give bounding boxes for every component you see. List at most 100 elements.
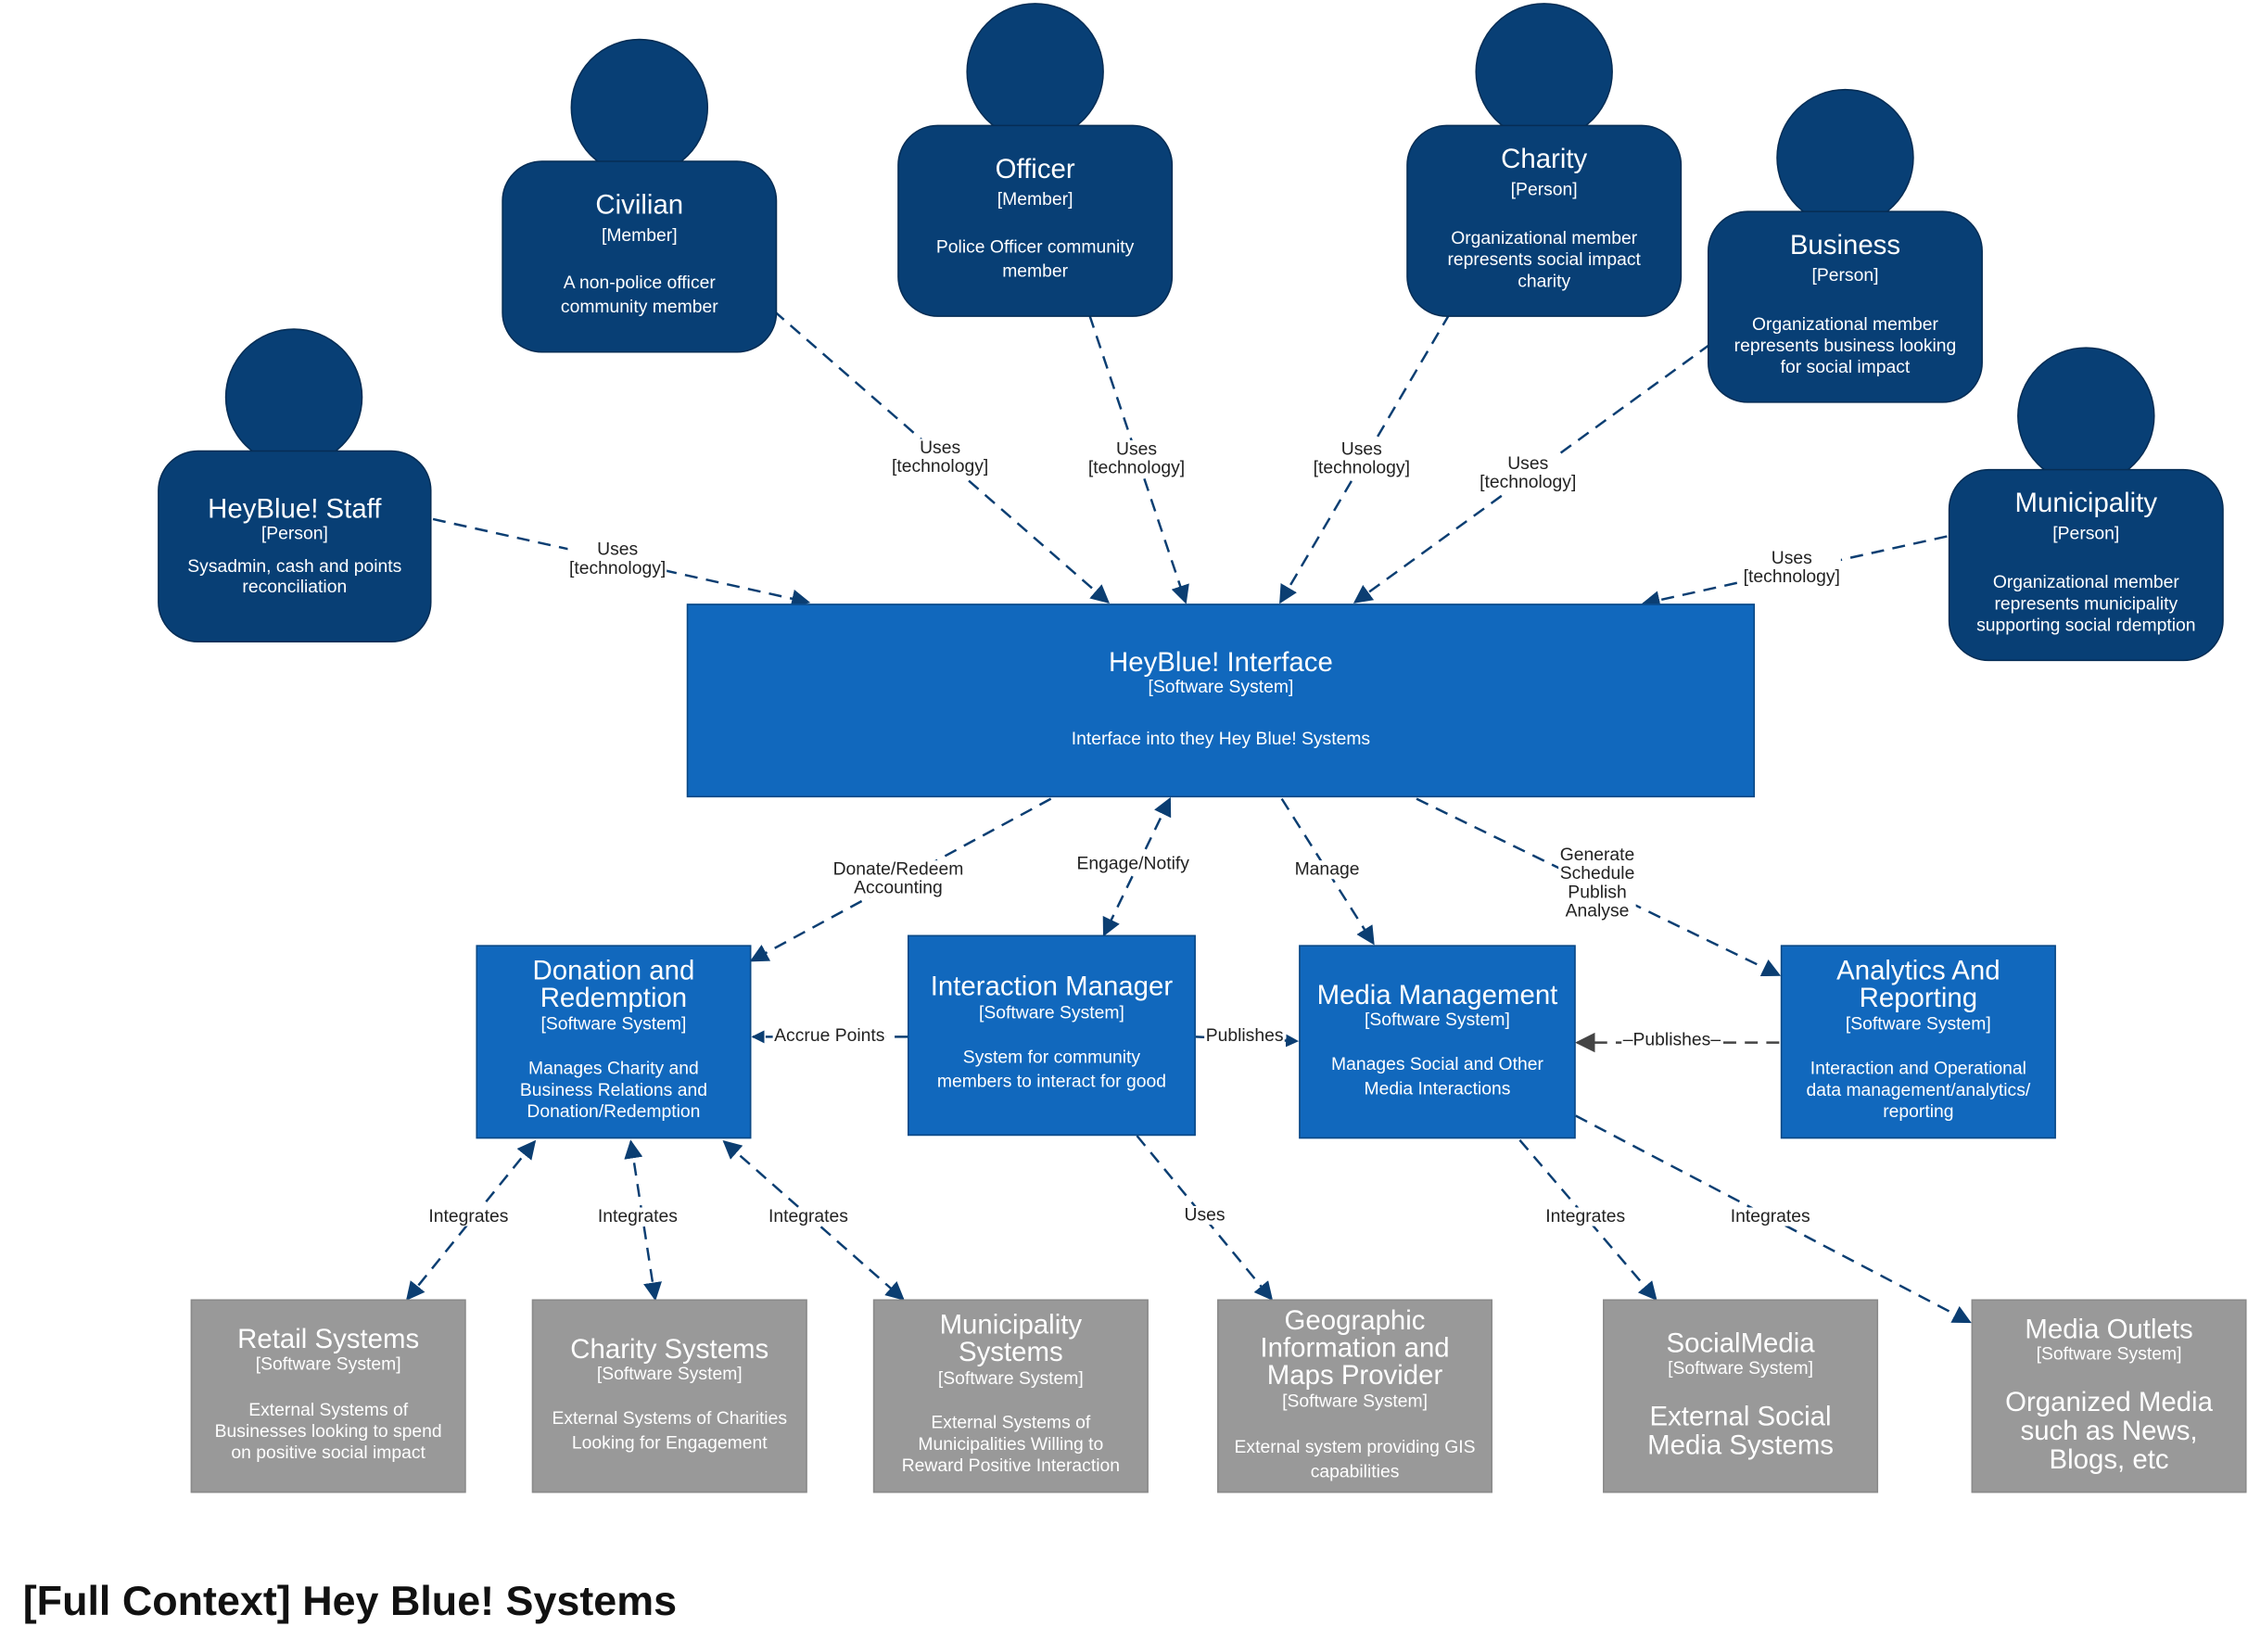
person-type: [Member] [601,224,678,246]
person-card: Business [Person] Organizational member … [1708,210,1983,403]
person-card: HeyBlue! Staff [Person] Sysadmin, cash a… [158,450,432,643]
external-name: Geographic Information and Maps Provider [1260,1306,1450,1391]
external-desc: External Systems of Municipalities Willi… [901,1412,1121,1476]
edge-label-civilian-uses: Uses [technology] [890,437,990,477]
external-type: [Software System] [2036,1343,2182,1365]
system-desc: Manages Charity and Business Relations a… [519,1058,707,1122]
edge-label-integrates-outlets: Integrates [1729,1205,1812,1226]
system-type: [Software System] [540,1013,687,1035]
edge-label-text: Uses [1340,438,1382,460]
system-donation-redemption: Donation and Redemption [Software System… [476,945,752,1139]
person-head-icon [1776,88,1914,227]
edge-donation-retail [405,1139,537,1302]
person-name: HeyBlue! Staff [208,494,382,526]
system-type: [Software System] [1148,677,1294,697]
system-desc: System for community members to interact… [936,1047,1166,1092]
edge-label-text: Integrates [597,1205,678,1226]
person-name: Business [1789,231,1901,261]
edge-label-tech: [technology] [569,557,667,578]
edge-label-integrates-retail: Integrates [426,1207,510,1226]
external-desc: External Social Media Systems [1647,1402,1835,1462]
external-desc: Organized Media such as News, Blogs, etc [2005,1388,2213,1476]
edge-label-text: Manage [1294,858,1360,880]
person-type: [Person] [260,523,328,544]
system-interaction-manager: Interaction Manager [Software System] Sy… [907,934,1196,1137]
external-retail-systems: Retail Systems [Software System] Externa… [190,1299,466,1493]
edge-label-text: Accounting [854,877,943,898]
external-media-outlets: Media Outlets [Software System] Organize… [1971,1299,2247,1493]
edge-label-text: Uses [1184,1204,1226,1226]
system-name: Donation and Redemption [532,956,695,1014]
person-desc: A non-police officer community member [560,272,718,317]
edge-label-text: Uses [1507,452,1549,474]
person-name: Civilian [595,190,684,222]
edge-media-social [1518,1138,1657,1302]
edge-label-integrates-social: Integrates [1543,1205,1627,1226]
person-desc: Police Officer community member [935,236,1135,282]
edge-label-publishes: Publishes [1204,1025,1286,1046]
edge-label-text: Uses [1771,547,1812,568]
edge-label-tech: [technology] [1480,471,1577,492]
edge-label-analytics-publishes: –Publishes– [1621,1030,1722,1050]
edge-interface-media [1280,797,1375,946]
person-type: [Person] [1811,265,1879,286]
external-desc: External system providing GIS capabiliti… [1234,1436,1476,1481]
edge-label-integrates-charity: Integrates [596,1207,679,1226]
edge-label-text: Uses [1115,438,1158,460]
edge-label-manage: Manage [1293,858,1362,880]
external-name: Charity Systems [570,1335,769,1366]
edge-label-donate-redeem: Donate/Redeem Accounting [832,859,965,898]
edge-label-tech: [technology] [891,455,989,477]
edge-label-text: Engage/Notify [1076,853,1189,874]
person-desc: Organizational member represents social … [1447,227,1641,292]
edge-label-text: Uses [597,539,639,560]
system-name: HeyBlue! Interface [1109,648,1333,679]
edge-label-text: Integrates [768,1205,848,1226]
external-desc: External Systems of Charities Looking fo… [552,1408,788,1454]
person-head-icon [570,38,709,177]
edge-label-text: Integrates [1545,1205,1626,1226]
edge-label-text: Uses [920,437,961,458]
external-desc: External Systems of Businesses looking t… [214,1399,442,1463]
edge-label-text: Accrue Points [774,1025,885,1046]
person-head-icon [966,3,1104,141]
person-head-icon [1475,3,1613,141]
external-name: Retail Systems [237,1325,420,1355]
system-name: Analytics And Reporting [1836,956,2000,1014]
edge-interaction-gis [1136,1135,1274,1302]
person-desc: Organizational member represents busines… [1734,313,1957,377]
edge-label-text: Publish [1568,882,1627,903]
person-head-icon [224,328,363,466]
edge-label-officer-uses: Uses [technology] [1086,438,1187,478]
external-gis-provider: Geographic Information and Maps Provider… [1217,1299,1493,1493]
external-type: [Software System] [1282,1391,1428,1412]
person-type: [Person] [2052,523,2120,544]
external-social-media: SocialMedia [Software System] External S… [1603,1299,1879,1493]
edge-label-text: Publishes [1205,1025,1284,1046]
system-heyblue-interface: HeyBlue! Interface [Software System] Int… [686,604,1756,798]
external-charity-systems: Charity Systems [Software System] Extern… [531,1299,807,1493]
edge-label-staff-uses: Uses [technology] [567,540,667,578]
person-card: Civilian [Member] A non-police officer c… [502,160,778,353]
external-type: [Software System] [1668,1357,1814,1379]
person-head-icon [2017,347,2155,485]
person-card: Charity [Person] Organizational member r… [1406,124,1683,317]
edge-donation-charity [624,1139,662,1302]
person-card: Municipality [Person] Organizational mem… [1948,468,2224,662]
system-type: [Software System] [1365,1010,1510,1030]
edge-label-generate-schedule: Generate Schedule Publish Analyse [1558,845,1636,921]
external-municipality-systems: Municipality Systems [Software System] E… [872,1299,1149,1493]
edge-label-tech: [technology] [1087,457,1186,478]
edge-label-text: Integrates [1730,1205,1810,1226]
edge-interface-donation [749,797,1052,962]
external-type: [Software System] [255,1353,401,1374]
external-name: Media Outlets [2025,1315,2193,1345]
system-desc: Manages Social and Other Media Interacti… [1330,1053,1543,1099]
edge-label-integrates-municipality: Integrates [767,1205,850,1226]
person-type: [Person] [1510,179,1578,200]
edge-label-text: Schedule [1559,863,1635,883]
system-type: [Software System] [1845,1013,1991,1035]
edge-label-municipality-uses: Uses [technology] [1742,547,1842,587]
edge-label-text: Generate [1559,845,1635,865]
